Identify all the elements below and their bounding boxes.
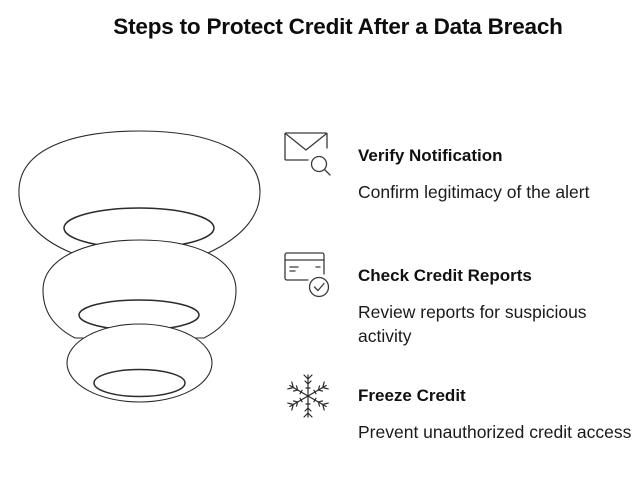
envelope-search-icon [284,132,331,176]
funnel-ring-freeze [66,323,213,403]
funnel-ring-check [42,239,237,339]
step-2-description: Review reports for suspicious activity [358,302,587,346]
credit-card-check-icon [284,252,330,298]
step-2-title: Check Credit Reports [358,266,532,285]
funnel-ring-freeze-opening [93,368,186,398]
snowflake-icon [287,374,329,418]
step-3-description: Prevent unauthorized credit access [358,422,632,442]
step-1-description: Confirm legitimacy of the alert [358,182,590,202]
funnel-ring-verify [18,130,261,254]
funnel-diagram [18,130,261,403]
step-1-title: Verify Notification [358,146,503,165]
diagram-title: Steps to Protect Credit After a Data Bre… [113,14,563,39]
step-3-title: Freeze Credit [358,386,466,405]
